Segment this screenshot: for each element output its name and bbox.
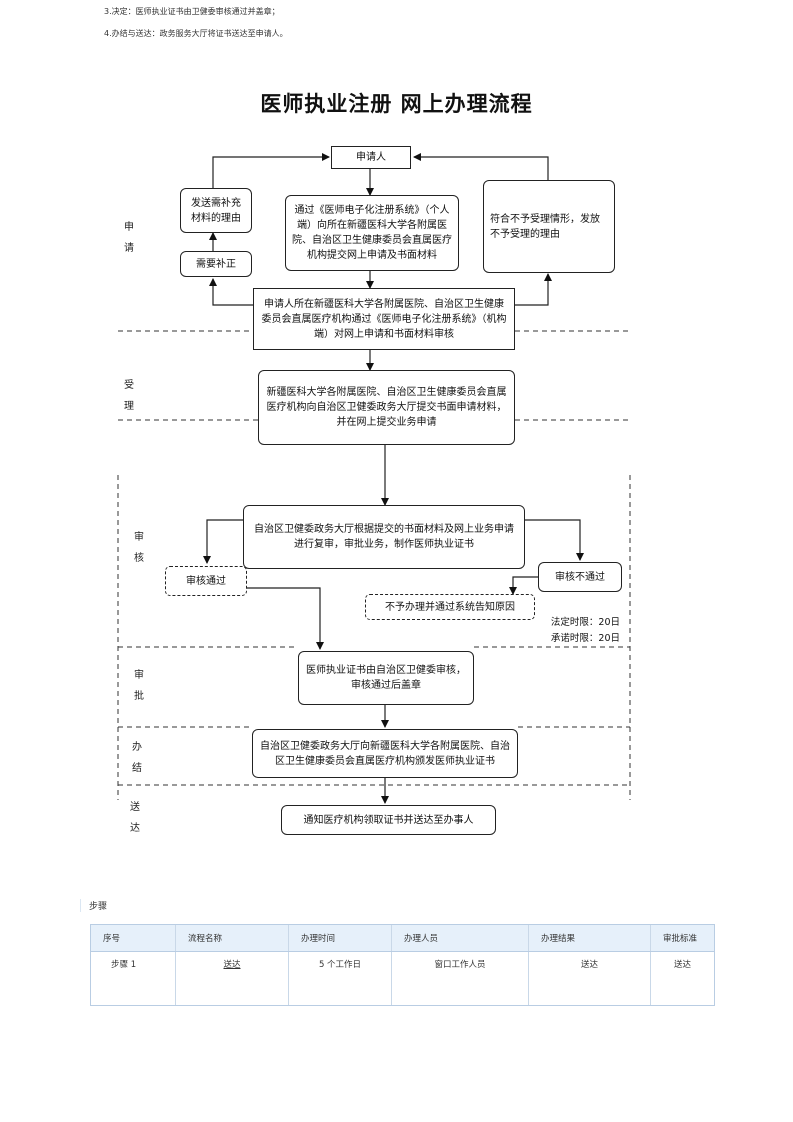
institution-review-box: 申请人所在新疆医科大学各附属医院、自治区卫生健康委员会直属医疗机构通过《医师电子… xyxy=(253,288,515,350)
legal-time-limit: 法定时限：20日 xyxy=(550,617,620,628)
supplement-reason-box: 发送需补充材料的理由 xyxy=(180,188,252,233)
review-fail-box: 审核不通过 xyxy=(538,562,622,592)
promised-time-limit: 承诺时限：20日 xyxy=(550,633,620,644)
process-name-link[interactable]: 送达 xyxy=(223,960,241,970)
column-header-duration: 办理时间 xyxy=(288,924,392,952)
table-row: 步骤 1 送达 5 个工作日 窗口工作人员 送达 送达 xyxy=(90,951,715,1006)
stage-label-approve: 审批 xyxy=(134,670,144,702)
stage-label-complete: 办结 xyxy=(132,742,142,774)
issue-certificate-box: 自治区卫健委政务大厅向新疆医科大学各附属医院、自治区卫生健康委员会直属医疗机构颁… xyxy=(252,729,518,778)
approve-stamp-box: 医师执业证书由自治区卫健委审核，审核通过后盖章 xyxy=(298,651,474,705)
page-title: 医师执业注册 网上办理流程 xyxy=(260,91,533,116)
stage-label-apply: 申请 xyxy=(124,222,134,254)
review-pass-box: 审核通过 xyxy=(165,566,247,596)
stage-label-review: 审核 xyxy=(134,532,144,564)
steps-section-label: 步骤 xyxy=(80,899,107,912)
cell-index: 步骤 1 xyxy=(90,951,176,1006)
hall-review-box: 自治区卫健委政务大厅根据提交的书面材料及网上业务申请进行复审，审批业务，制作医师… xyxy=(243,505,525,569)
cell-staff: 窗口工作人员 xyxy=(391,951,529,1006)
column-header-standard: 审批标准 xyxy=(650,924,715,952)
cell-duration: 5 个工作日 xyxy=(288,951,392,1006)
stage-label-deliver: 送达 xyxy=(130,802,140,834)
reject-reason-box: 符合不予受理情形，发放不予受理的理由 xyxy=(483,180,615,273)
column-header-process-name: 流程名称 xyxy=(175,924,289,952)
cell-process-name[interactable]: 送达 xyxy=(175,951,289,1006)
notify-pickup-box: 通知医疗机构领取证书并送达至办事人 xyxy=(281,805,496,835)
applicant-box: 申请人 xyxy=(331,146,411,169)
steps-table: 序号 流程名称 办理时间 办理人员 办理结果 审批标准 步骤 1 送达 5 个工… xyxy=(90,924,715,1006)
cell-standard: 送达 xyxy=(650,951,715,1006)
note-line-4: 4.办结与送达：政务服务大厅将证书送达至申请人。 xyxy=(104,29,288,38)
stage-label-accept: 受理 xyxy=(124,380,134,412)
needs-supplement-box: 需要补正 xyxy=(180,251,252,277)
cell-result: 送达 xyxy=(528,951,651,1006)
submit-online-box: 通过《医师电子化注册系统》（个人端）向所在新疆医科大学各附属医院、自治区卫生健康… xyxy=(285,195,459,271)
note-line-3: 3.决定：医师执业证书由卫健委审核通过并盖章； xyxy=(104,7,280,16)
column-header-staff: 办理人员 xyxy=(391,924,529,952)
table-header-row: 序号 流程名称 办理时间 办理人员 办理结果 审批标准 xyxy=(90,924,715,952)
accept-submit-box: 新疆医科大学各附属医院、自治区卫生健康委员会直属医疗机构向自治区卫健委政务大厅提… xyxy=(258,370,515,445)
not-handled-box: 不予办理并通过系统告知原因 xyxy=(365,594,535,620)
column-header-result: 办理结果 xyxy=(528,924,651,952)
column-header-index: 序号 xyxy=(90,924,176,952)
